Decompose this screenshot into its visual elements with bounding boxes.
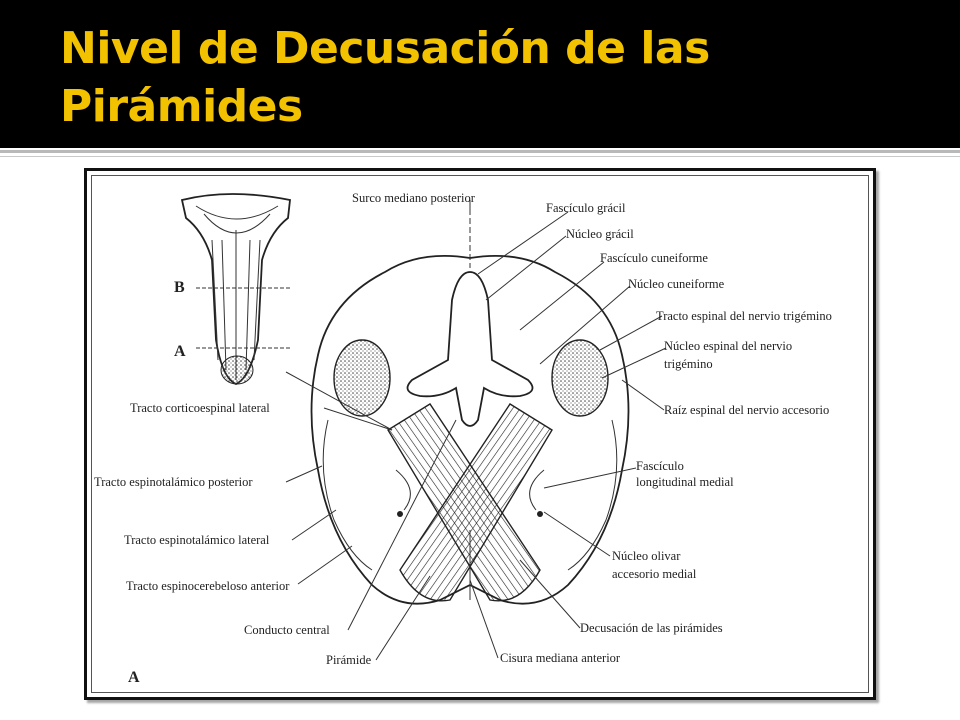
label-raiz-espinal-accesorio: Raíz espinal del nervio accesorio [664, 403, 829, 417]
label-nucleo-cuneiforme: Núcleo cuneiforme [628, 277, 725, 291]
label-nucleo-olivar: Núcleo olivar [612, 549, 681, 563]
label-tracto-espinotalamico-lateral: Tracto espinotalámico lateral [124, 533, 270, 547]
label-fasciculo-gracil: Fascículo grácil [546, 201, 626, 215]
label-tracto-espinal-trigemino: Tracto espinal del nervio trigémino [656, 309, 832, 323]
label-fasciculo-longitudinal: Fascículo [636, 459, 684, 473]
label-conducto-central: Conducto central [244, 623, 330, 637]
figure-frame [84, 168, 876, 700]
medulla-cross-section [310, 200, 630, 605]
leader-lines [285, 202, 667, 661]
label-decusacion: Decusación de las pirámides [580, 621, 723, 635]
brainstem-inset [180, 193, 292, 385]
slide-title: Nivel de Decusación de las Pirámides [60, 23, 710, 132]
label-tracto-espinotalamico-posterior: Tracto espinotalámico posterior [94, 475, 253, 489]
title-divider-thin [0, 156, 960, 157]
label-piramide: Pirámide [326, 653, 372, 667]
label-nucleo-espinal-trigemino-2: trigémino [664, 357, 713, 371]
title-bar: Nivel de Decusación de las Pirámides [0, 0, 960, 148]
inset-level-b: B [174, 279, 185, 296]
label-tracto-corticoespinal: Tracto corticoespinal lateral [130, 401, 270, 415]
label-fasciculo-cuneiforme: Fascículo cuneiforme [600, 251, 708, 265]
label-nucleo-olivar-2: accesorio medial [612, 567, 697, 581]
label-fasciculo-longitudinal-2: longitudinal medial [636, 475, 734, 489]
label-nucleo-gracil: Núcleo grácil [566, 227, 634, 241]
label-surco-mediano-posterior: Surco mediano posterior [352, 191, 476, 205]
title-divider [0, 150, 960, 153]
panel-letter: A [128, 669, 140, 686]
figure-inner-border [91, 175, 869, 693]
label-nucleo-espinal-trigemino: Núcleo espinal del nervio [664, 339, 792, 353]
inset-level-a: A [174, 343, 186, 360]
label-tracto-espinocerebeloso: Tracto espinocerebeloso anterior [126, 579, 290, 593]
label-cisura: Cisura mediana anterior [500, 651, 621, 665]
